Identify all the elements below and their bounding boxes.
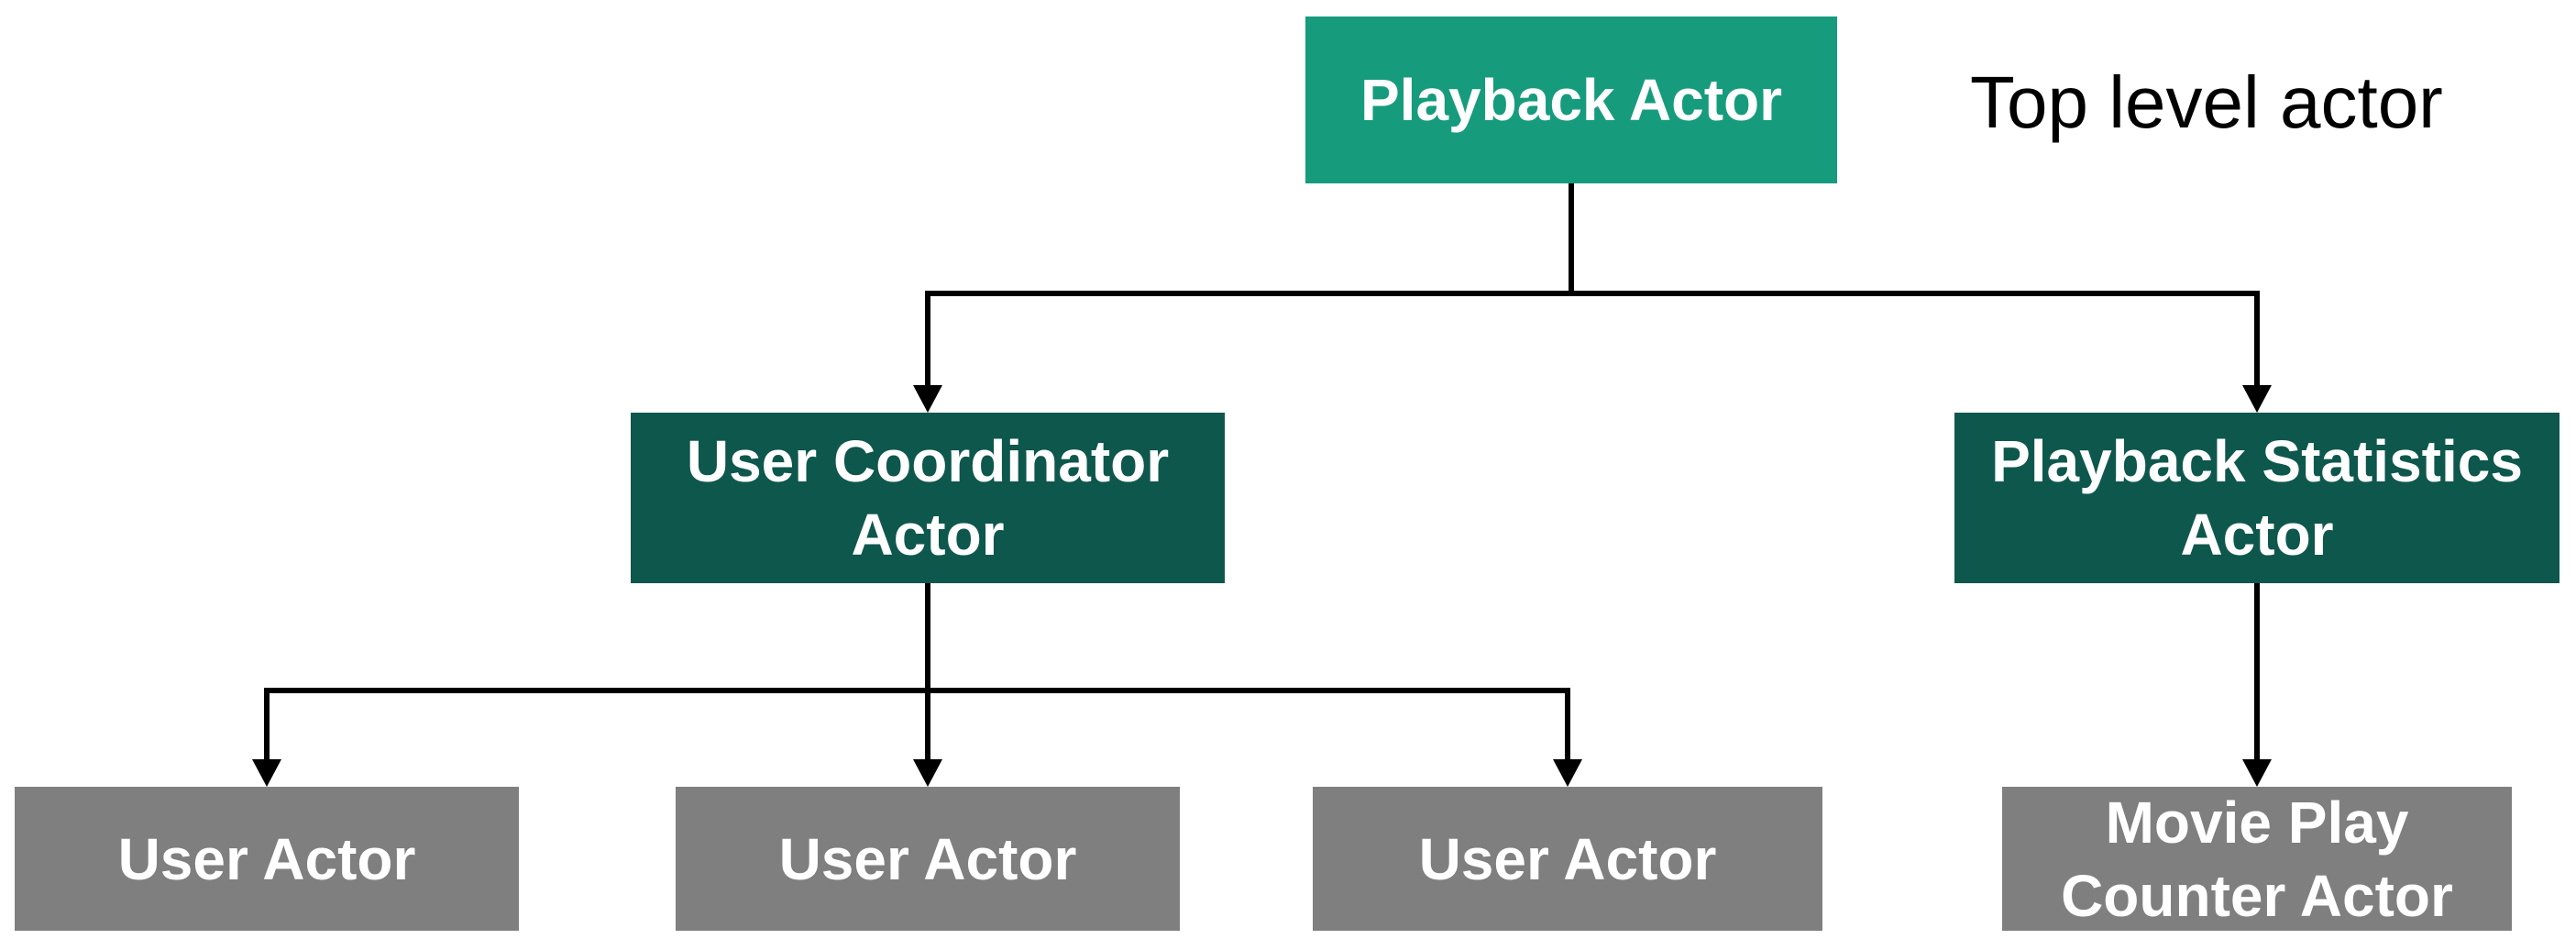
arrowhead-user-actor-1 <box>252 759 281 787</box>
node-user-actor-3: User Actor <box>1313 787 1822 931</box>
arrowhead-playback-statistics <box>2242 385 2272 413</box>
node-user-coordinator-actor-label: User Coordinator Actor <box>686 428 1170 568</box>
connector-user-coordinator-down <box>925 583 930 688</box>
node-user-actor-3-label: User Actor <box>1418 825 1717 892</box>
node-user-actor-1: User Actor <box>15 787 519 931</box>
node-user-actor-1-label: User Actor <box>117 825 416 892</box>
node-playback-statistics-actor: Playback Statistics Actor <box>1954 413 2559 583</box>
node-playback-actor-label: Playback Actor <box>1360 67 1783 133</box>
connector-bus-level3 <box>267 688 1570 693</box>
node-user-actor-2-label: User Actor <box>778 825 1077 892</box>
node-user-actor-2: User Actor <box>676 787 1180 931</box>
arrowhead-user-coordinator <box>913 385 942 413</box>
node-movie-play-counter-actor-label: Movie Play Counter Actor <box>2061 789 2453 929</box>
node-movie-play-counter-actor: Movie Play Counter Actor <box>2002 787 2512 931</box>
node-user-coordinator-actor: User Coordinator Actor <box>631 413 1225 583</box>
connector-bus-level2 <box>928 291 2260 296</box>
node-playback-actor: Playback Actor <box>1305 17 1837 183</box>
top-level-actor-annotation: Top level actor <box>1970 61 2443 143</box>
node-playback-statistics-actor-label: Playback Statistics Actor <box>1991 428 2523 568</box>
arrowhead-user-actor-2 <box>913 759 942 787</box>
arrowhead-user-actor-3 <box>1553 759 1582 787</box>
connector-arrow-user-actor-2 <box>925 688 930 762</box>
connector-arrow-user-actor-1 <box>264 688 270 762</box>
connector-arrow-user-coordinator <box>925 291 930 388</box>
connector-playback-down <box>1569 183 1574 291</box>
arrowhead-movie-play-counter <box>2242 759 2272 787</box>
connector-arrow-movie-play-counter <box>2254 583 2260 762</box>
connector-arrow-playback-statistics <box>2254 291 2260 388</box>
connector-arrow-user-actor-3 <box>1565 688 1570 762</box>
